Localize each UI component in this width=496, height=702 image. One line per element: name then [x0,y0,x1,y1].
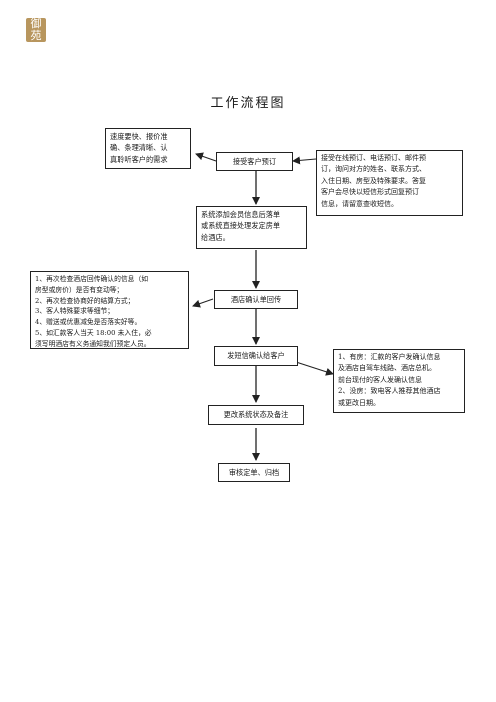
send-sms-box: 发短信确认给客户 [214,346,298,366]
room-status-box: 1、有房：汇款的客户发确认信息 及酒店自驾车线路、酒店总机。 前台现付的客人发确… [333,349,465,413]
requirements-box: 速度要快、报价准 确、条理清晰、认 真聆听客户的需求 [105,128,191,169]
arrow-from-channels [292,156,317,165]
booking-channels-box: 接受在线预订、电话预订、邮件预 订，询问对方的姓名、联系方式、 入住日期、房型及… [316,150,463,216]
page-title: 工作流程图 [210,96,286,111]
arrow-to-room-status [295,361,334,376]
accept-booking-box: 接受客户预订 [216,152,293,171]
hotel-confirm-box: 酒店确认单回传 [214,290,298,309]
review-archive-box: 审核定单、归档 [218,463,290,482]
update-status-box: 更改系统状态及备注 [208,405,304,425]
arrow-to-checklist [192,298,214,308]
system-add-box: 系统添加会员信息后落单 或系统直接处理发定房单 给酒店。 [196,206,307,249]
company-logo: 御苑 [26,18,46,42]
checklist-box: 1、再次检查酒店回传确认的信息（如 房型或房价）是否有变动等； 2、再次检查协商… [30,271,189,349]
arrow-to-requirements [195,152,217,162]
logo-text: 御苑 [30,18,42,42]
